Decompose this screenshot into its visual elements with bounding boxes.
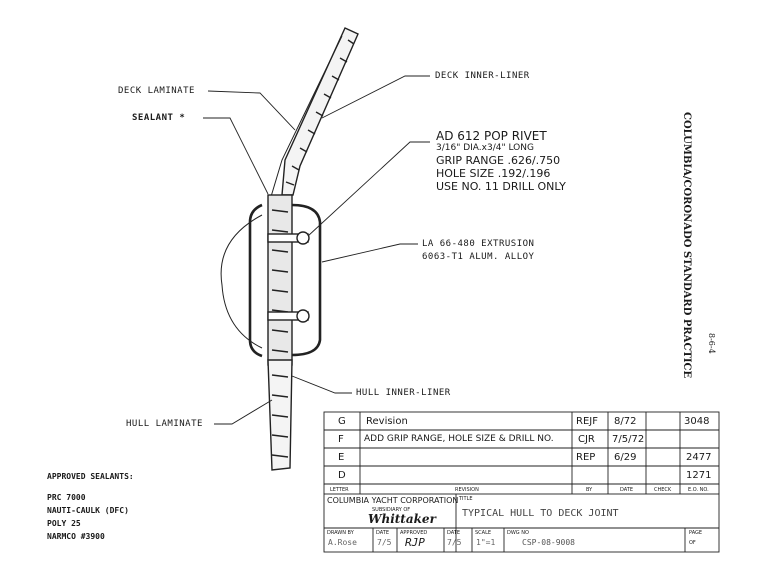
rev-number: 3048 xyxy=(684,416,710,427)
rivet-spec-line4: HOLE SIZE .192/.196 xyxy=(436,167,551,180)
title-block-frame xyxy=(323,493,720,553)
leader-hull-inner-liner xyxy=(291,375,352,394)
extrusion-shape xyxy=(291,203,322,357)
hdr-revision: REVISION xyxy=(455,487,479,493)
leader-extrusion xyxy=(321,243,418,263)
page-label: PAGE xyxy=(689,530,703,536)
rev-letter: G xyxy=(338,416,346,427)
rivet-spec-line1: AD 612 POP RIVET xyxy=(436,129,547,143)
company-name: COLUMBIA YACHT CORPORATION xyxy=(327,496,459,505)
rev-desc: ADD GRIP RANGE, HOLE SIZE & DRILL NO. xyxy=(364,434,554,444)
joint-core xyxy=(267,194,293,366)
hdr-check: CHECK xyxy=(654,487,672,493)
sealant-item: NARMCO #3900 xyxy=(47,532,105,541)
leader-deck-inner-liner xyxy=(321,75,430,119)
label-hull-laminate: HULL LAMINATE xyxy=(126,419,203,429)
approved-sealants: APPROVED SEALANTS: PRC 7000 NAUTI-CAULK … xyxy=(47,470,134,543)
subsidiary-label: SUBSIDIARY OF xyxy=(372,507,411,513)
label-deck-laminate: DECK LAMINATE xyxy=(118,86,195,96)
label-extrusion-line1: LA 66-480 EXTRUSION xyxy=(422,239,535,249)
rev-date: 6/29 xyxy=(614,452,637,463)
rev-letter: E xyxy=(338,452,345,463)
rev-desc: Revision xyxy=(366,416,408,427)
side-title: COLUMBIA/CORONADO STANDARD PRACTICE xyxy=(681,112,692,379)
rev-number: 2477 xyxy=(686,452,712,463)
drawn-date: 7/5 xyxy=(377,538,392,547)
drawn-by-label: DRAWN BY xyxy=(327,530,354,536)
rev-by: REP xyxy=(576,452,596,463)
rev-number: 1271 xyxy=(686,470,712,481)
deck-laminate-shape xyxy=(281,27,359,196)
rev-date: 8/72 xyxy=(614,416,637,427)
scale-value: 1"=1 xyxy=(476,538,496,547)
rev-by: CJR xyxy=(578,434,595,445)
leader-deck-laminate xyxy=(207,90,296,131)
rivet-spec-line2: 3/16" DIA.x3/4" LONG xyxy=(436,143,534,153)
approved-by: RJP xyxy=(405,536,425,549)
label-extrusion-line2: 6063-T1 ALUM. ALLOY xyxy=(422,252,535,262)
title-label: TITLE xyxy=(459,496,473,502)
label-hull-inner-liner: HULL INNER-LINER xyxy=(356,388,451,398)
drawing-title: TYPICAL HULL TO DECK JOINT xyxy=(462,508,619,519)
page-reference: 8-6-4 xyxy=(707,333,716,354)
rivet-spec-line5: USE NO. 11 DRILL ONLY xyxy=(436,180,566,193)
rev-date: 7/5/72 xyxy=(612,434,645,445)
sealant-bulb xyxy=(220,214,263,349)
scale-label: SCALE xyxy=(475,530,492,536)
hdr-eo: E.O. NO. xyxy=(688,487,709,493)
dwg-no-label: DWG NO xyxy=(507,530,529,536)
rivet-spec-line3: GRIP RANGE .626/.750 xyxy=(436,154,561,167)
date-label: DATE xyxy=(376,530,390,536)
label-deck-inner-liner: DECK INNER-LINER xyxy=(435,71,530,81)
approved-label: APPROVED xyxy=(400,530,428,536)
deck-inner-liner-line xyxy=(269,35,343,201)
rev-letter: D xyxy=(338,470,346,481)
leader-rivet xyxy=(307,141,430,237)
sealant-item: NAUTI-CAULK (DFC) xyxy=(47,506,129,515)
sealant-item: PRC 7000 xyxy=(47,493,86,502)
date2-label: DATE xyxy=(447,530,461,536)
parent-logo: Whittaker xyxy=(368,512,436,526)
dwg-no: CSP-08-9008 xyxy=(522,538,575,547)
drawn-by: A.Rose xyxy=(328,538,357,547)
sealant-item: POLY 25 xyxy=(47,519,81,528)
page-of-label: OF xyxy=(689,540,696,546)
hull-laminate-shape xyxy=(267,359,293,471)
hdr-by: BY xyxy=(586,487,593,493)
leader-hull-laminate xyxy=(214,399,273,425)
label-sealant: SEALANT * xyxy=(132,113,186,123)
leader-sealant xyxy=(203,117,269,195)
rev-by: REJF xyxy=(576,416,598,427)
hdr-letter: LETTER xyxy=(330,487,349,493)
sealants-heading: APPROVED SEALANTS: xyxy=(47,472,134,481)
approved-date: 7/5 xyxy=(447,538,462,547)
hdr-date: DATE xyxy=(620,487,634,493)
rev-letter: F xyxy=(338,434,344,445)
